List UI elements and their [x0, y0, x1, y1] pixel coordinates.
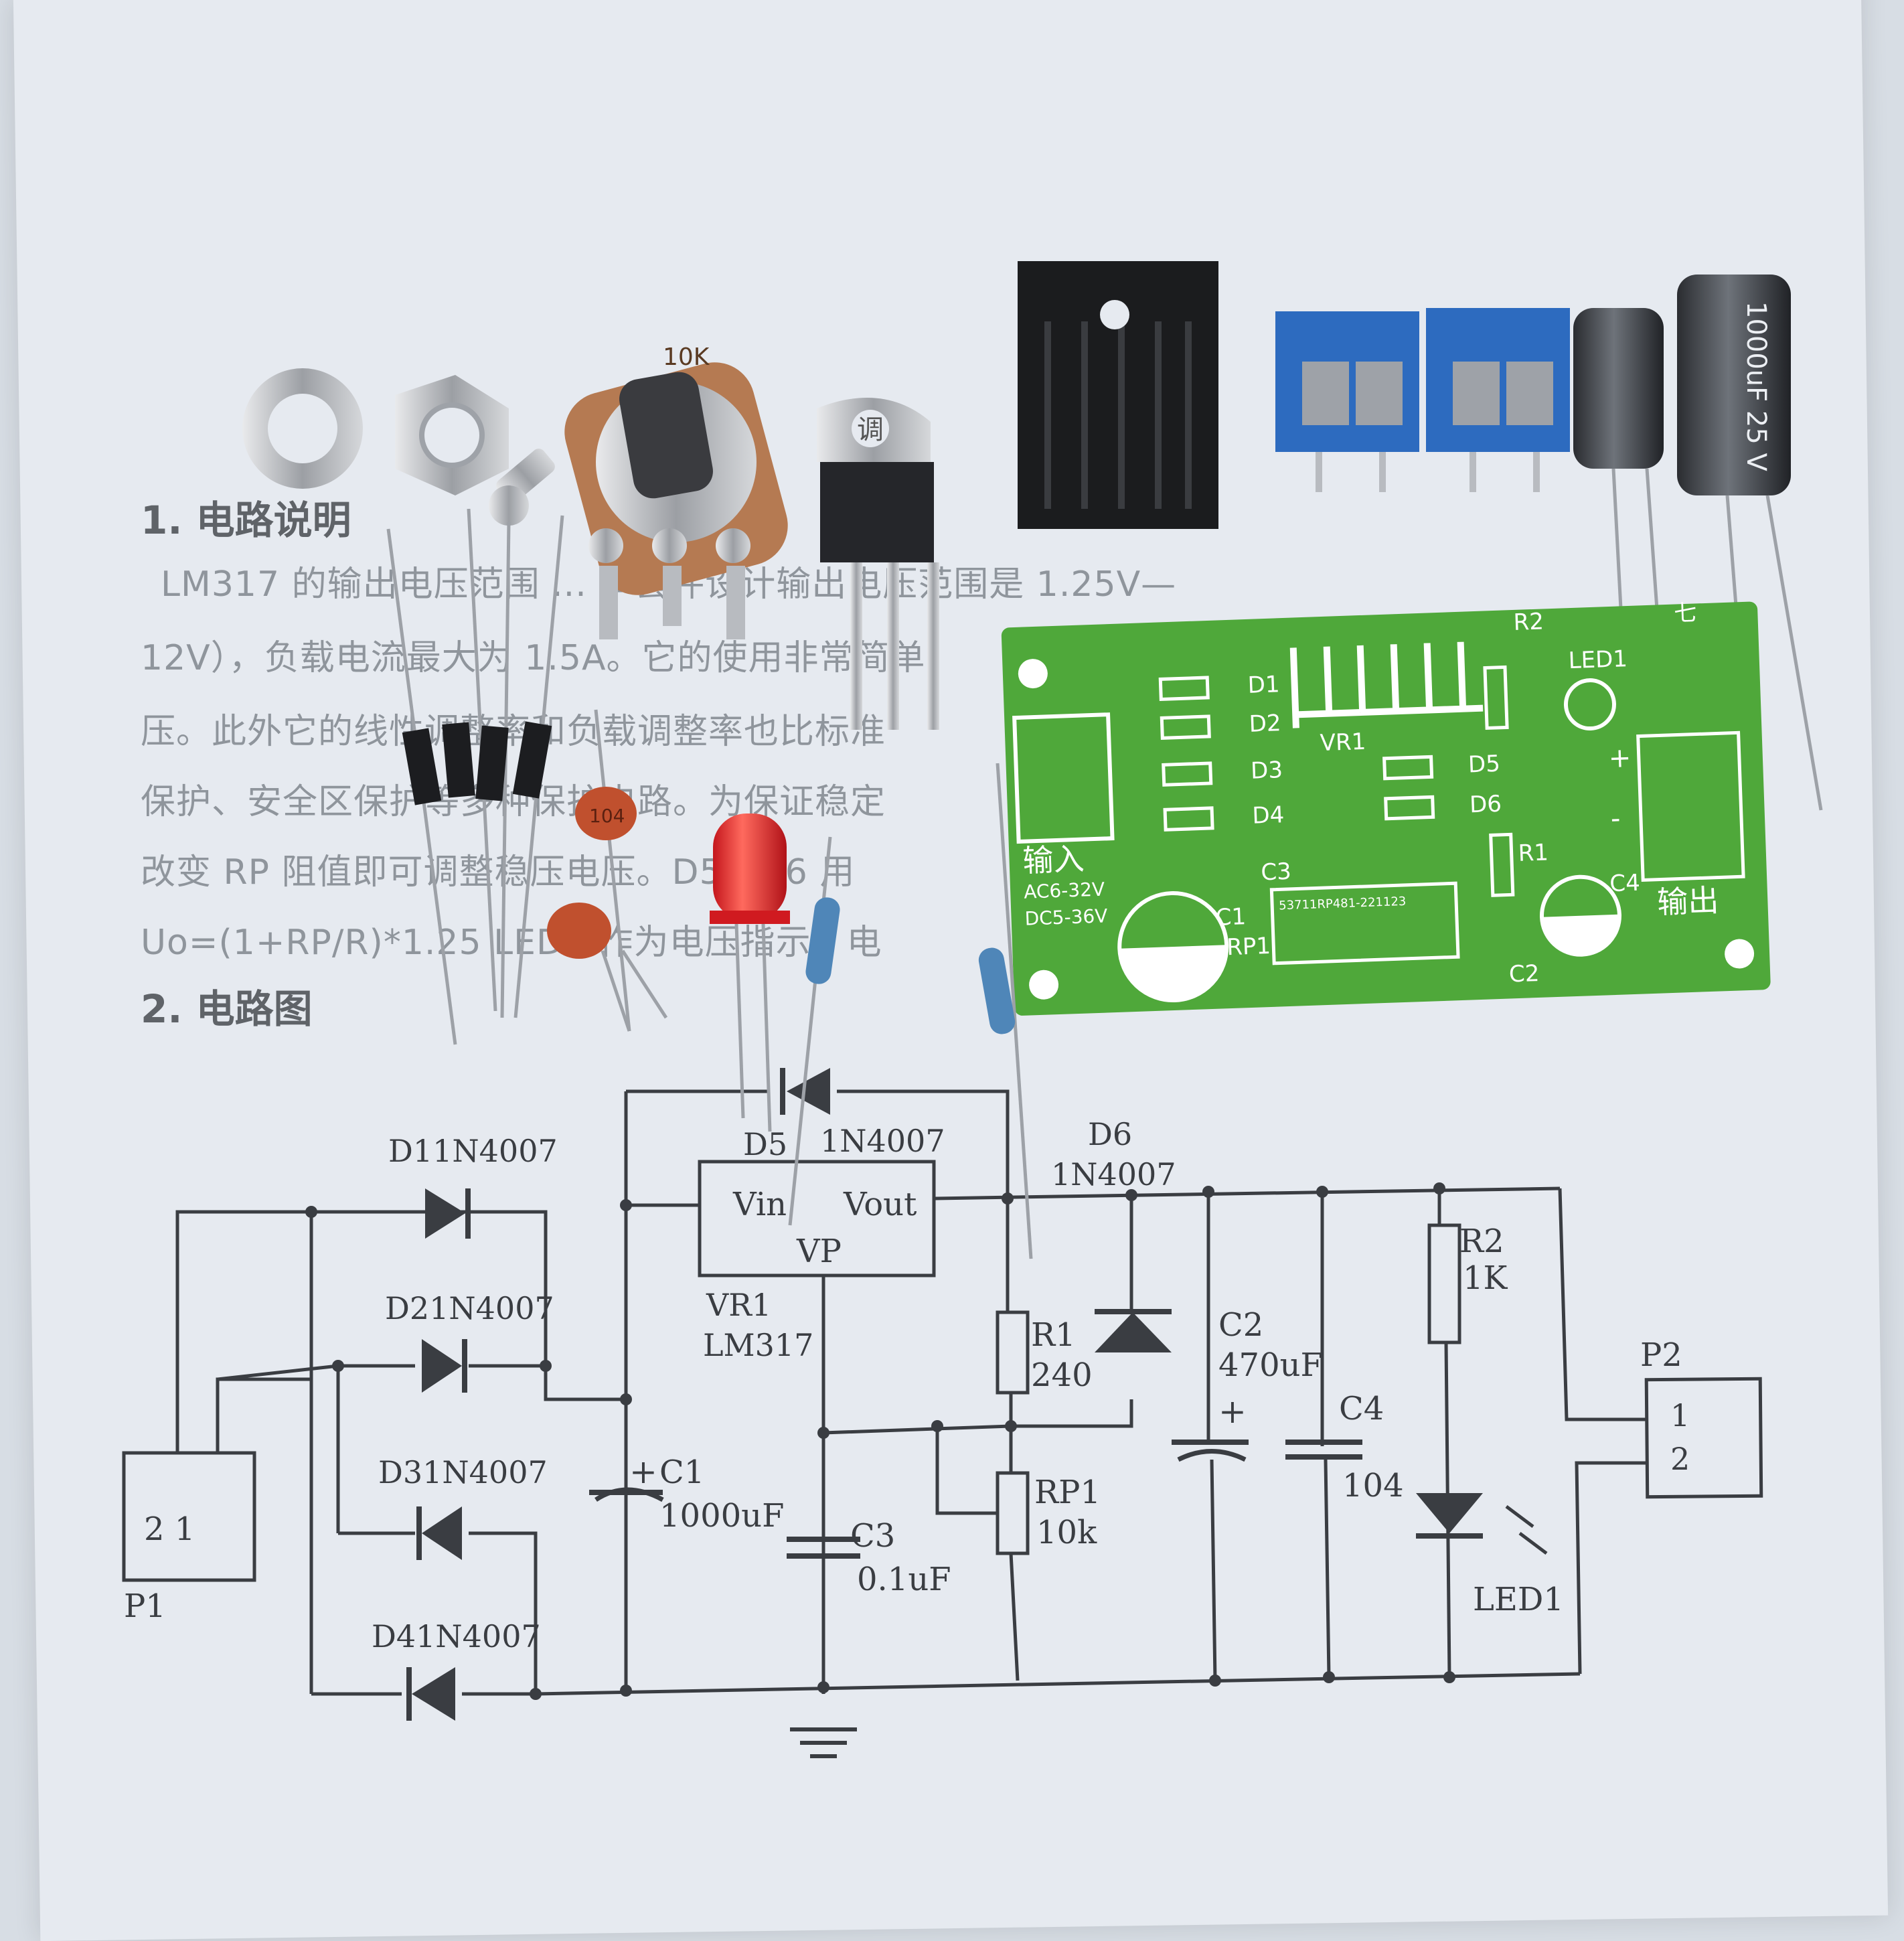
sch-p1-pins: 2 1: [144, 1510, 195, 1548]
diode-body-1: [402, 728, 442, 805]
diode-body-2: [442, 722, 475, 798]
ceramic-capacitor-1: 104: [575, 787, 637, 840]
red-led: [710, 813, 790, 1132]
sch-p2-pin2: 2: [1670, 1441, 1690, 1477]
pcb-led1-label: LED1: [1568, 645, 1628, 674]
sch-d5-label: D5: [743, 1126, 787, 1162]
svg-text:1000uF 25 V: 1000uF 25 V: [1741, 301, 1771, 471]
pcb-d4-label: D4: [1252, 801, 1285, 830]
screw: [489, 449, 555, 526]
pcb-c2-label: C2: [1508, 960, 1540, 988]
ceramic-capacitor-2: [547, 903, 668, 1032]
pcb-d5-label: D5: [1467, 751, 1500, 779]
paragraph-line-3: 压。此外它的线性调整率和负载调整率也比标准: [141, 712, 886, 752]
sch-r1-value: 240: [1031, 1356, 1093, 1394]
pcb-output-label: 输出: [1656, 882, 1719, 921]
sch-d6-part: 1N4007: [1051, 1156, 1176, 1192]
pcb-d3-label: D3: [1250, 757, 1283, 785]
section2-heading: 2. 电路图: [141, 986, 313, 1032]
sch-lm317-label: LM317: [703, 1327, 813, 1363]
potentiometer: 10K: [564, 343, 788, 639]
pcb-d6-label: D6: [1469, 791, 1502, 819]
sch-r2-label: R2: [1459, 1223, 1504, 1260]
screw-terminal-2: [1426, 308, 1570, 492]
screw-terminal-1: [1275, 311, 1419, 492]
sch-c1-label: C1: [659, 1454, 704, 1491]
paragraph-line-6: Uo=(1+RP/R)*1.25 LED1 作为电压指示，电: [141, 923, 882, 963]
sch-vr1-label: VR1: [706, 1287, 771, 1323]
sch-c2-label: C2: [1218, 1306, 1263, 1344]
pcb-minus-label: -: [1610, 803, 1621, 834]
sch-d1-label: D11N4007: [388, 1133, 558, 1169]
sch-d3-label: D31N4007: [378, 1454, 548, 1490]
sch-d6-label: D6: [1088, 1116, 1132, 1152]
sch-c3-label: C3: [850, 1517, 895, 1555]
svg-text:104: 104: [589, 805, 625, 827]
resistor-r2: [978, 763, 1033, 1259]
sch-led1-label: LED1: [1473, 1581, 1564, 1618]
resistor-r1: [788, 836, 840, 1226]
sch-p2-pin1: 1: [1670, 1397, 1690, 1433]
pcb-input-dc: DC5-36V: [1024, 905, 1108, 929]
pcb-r2-label: R2: [1513, 608, 1544, 636]
sch-vin-label: Vin: [732, 1186, 787, 1223]
pcb-rp1-label: RP1: [1226, 933, 1271, 961]
hex-nut: [395, 375, 509, 495]
lm317-regulator: 调: [817, 398, 939, 730]
sch-vout-label: Vout: [843, 1186, 917, 1223]
sch-d2-label: D21N4007: [385, 1290, 554, 1326]
pcb-d2-label: D2: [1249, 710, 1281, 738]
heatsink: [1018, 261, 1218, 529]
pcb-c1-label: C1: [1215, 903, 1247, 931]
pcb-r1-label: R1: [1518, 839, 1549, 867]
pcb-corner-mark: 七: [1674, 599, 1697, 627]
sch-c4-label: C4: [1339, 1390, 1384, 1427]
sch-c2-value: 470uF: [1218, 1346, 1323, 1384]
pcb-c4-label: C4: [1609, 870, 1641, 898]
svg-text:10K: 10K: [663, 343, 710, 371]
diode-body-4: [512, 721, 552, 799]
sch-c4-value: 104: [1342, 1467, 1404, 1504]
section1-heading: 1. 电路说明: [141, 497, 351, 543]
sch-c1-plus: +: [629, 1452, 657, 1491]
sch-r1-label: R1: [1031, 1316, 1076, 1354]
sch-d4-label: D41N4007: [372, 1618, 541, 1654]
svg-text:调: 调: [857, 414, 884, 445]
diode-body-3: [475, 725, 509, 801]
sch-p2-label: P2: [1640, 1336, 1682, 1374]
pcb-vr1-label: VR1: [1320, 728, 1366, 757]
pcb-c3-label: C3: [1261, 858, 1292, 886]
washer: [242, 368, 363, 489]
sch-rp1-value: 10k: [1036, 1514, 1097, 1551]
sch-c2-plus: +: [1218, 1392, 1247, 1431]
sch-r2-value: 1K: [1463, 1259, 1508, 1297]
sch-rp1-label: RP1: [1034, 1474, 1101, 1511]
pcb-board: D1 D2 D3 D4 D5 D6 VR1 R1 R2 LED1 C1 C2 C…: [1001, 599, 1771, 1016]
sch-p1-label: P1: [124, 1587, 166, 1625]
sch-vp-label: VP: [796, 1233, 842, 1270]
pcb-plus-label: +: [1608, 743, 1632, 774]
pcb-d1-label: D1: [1247, 671, 1280, 699]
pcb-input-label: 输入: [1022, 841, 1085, 879]
sch-c3-value: 0.1uF: [857, 1561, 951, 1598]
sch-c1-value: 1000uF: [659, 1497, 784, 1535]
pcb-input-ac: AC6-32V: [1024, 878, 1105, 903]
sch-d5-part: 1N4007: [820, 1123, 945, 1159]
